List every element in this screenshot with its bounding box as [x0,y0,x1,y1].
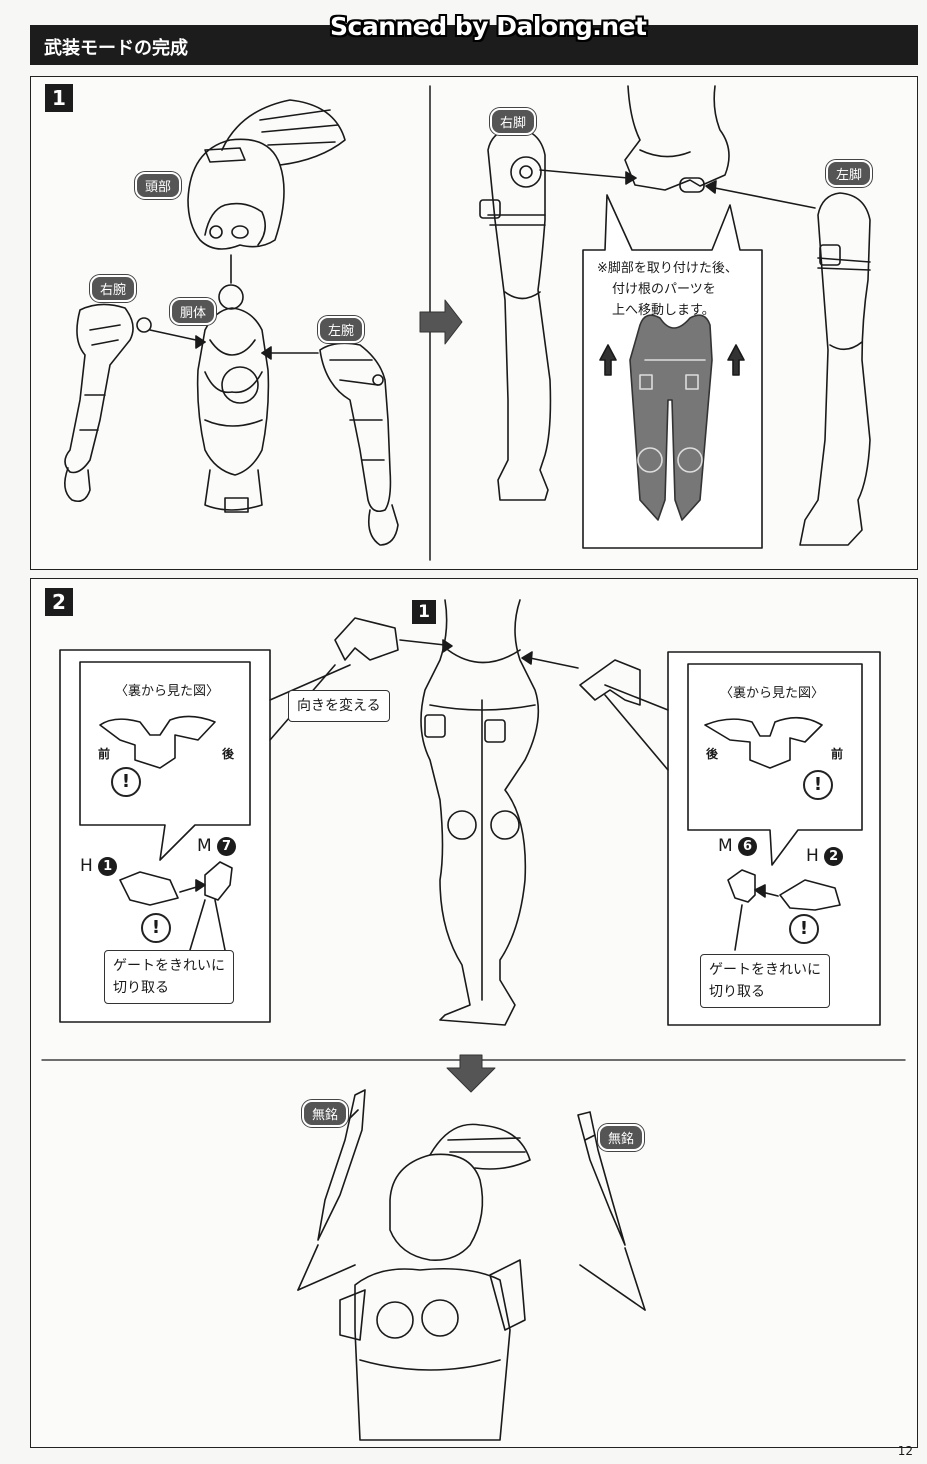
label-head: 頭部 [135,172,182,199]
page-number: 12 [897,1444,913,1458]
step1-number: 1 [45,84,73,112]
section-title: 武装モードの完成 [44,38,188,59]
part-m6-number: 6 [738,836,758,856]
right-back-view-title: 〈裏から見た図〉 [720,686,825,701]
part-h2-letter: H [806,846,819,866]
left-back-view-title: 〈裏から見た図〉 [115,684,220,699]
left-back-label: 後 [222,747,235,761]
left-part-caution-icon: ! [141,913,171,943]
part-h1-label: H 1 [80,856,118,876]
assembled-lower-body [420,599,540,1026]
left-back-view-part [99,715,216,769]
torso-part [196,307,270,513]
part-h1-letter: H [80,856,93,876]
left-h1-part [119,871,179,906]
left-weapon [317,1089,366,1241]
head-part [187,99,346,250]
label-left-arm: 左腕 [318,316,365,343]
right-arm-part [64,303,134,503]
part-h1-number: 1 [98,856,118,876]
left-view-caution-icon: ! [111,767,141,797]
part-m7-number: 7 [217,836,237,856]
turn-direction-note: 向きを変える [288,690,390,722]
note-line-3: 上へ移動します。 [612,303,715,318]
step2-reference-step: 1 [412,600,436,624]
right-weapon [577,1111,626,1246]
label-right-leg: 右脚 [490,108,537,135]
completed-figure [339,1123,531,1441]
right-h2-part [779,879,841,911]
right-hip-part [579,659,641,706]
right-leg-part [479,127,552,501]
part-m6-label: M 6 [718,836,758,856]
watermark: Scanned by Dalong.net [330,12,647,41]
left-gate-note-line-2: 切り取る [113,980,169,996]
right-back-view-part [704,716,823,769]
note-line-1: ※脚部を取り付けた後、 [597,261,738,276]
left-hip-part [334,617,399,661]
right-back-label: 後 [706,747,719,761]
label-left-leg: 左脚 [826,160,873,187]
right-front-label: 前 [831,747,844,761]
left-gate-note-line-1: ゲートをきれいに [113,958,225,974]
right-gate-note-line-1: ゲートをきれいに [709,962,821,978]
right-view-caution-icon: ! [803,770,833,800]
left-gate-note: ゲートをきれいに 切り取る [104,950,234,1004]
weapon-label-right: 無銘 [598,1124,645,1151]
right-gate-note-line-2: 切り取る [709,984,765,1000]
label-right-arm: 右腕 [90,275,137,302]
pelvis-part [624,85,730,193]
step2-number: 2 [45,588,73,616]
part-m7-letter: M [197,836,212,856]
right-gate-note: ゲートをきれいに 切り取る [700,954,830,1008]
left-m7-part [204,861,233,901]
section-header: 武装モードの完成 [30,25,918,65]
part-h2-number: 2 [824,846,844,866]
part-m6-letter: M [718,836,733,856]
left-arm-part [319,342,399,546]
label-torso: 胴体 [170,298,217,325]
part-m7-label: M 7 [197,836,237,856]
right-m6-part [727,869,756,903]
left-front-label: 前 [98,747,111,761]
note-line-2: 付け根のパーツを [612,282,716,297]
left-leg-part [799,192,871,546]
right-part-caution-icon: ! [789,914,819,944]
weapon-label-left: 無銘 [302,1100,349,1127]
part-h2-label: H 2 [806,846,844,866]
note-leg-illustration [629,314,713,521]
